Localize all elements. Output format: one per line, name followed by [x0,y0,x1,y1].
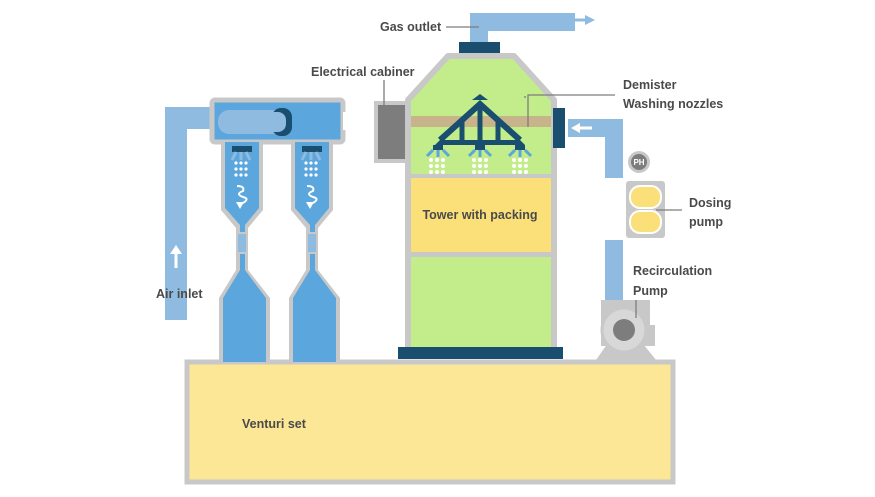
recirculation-pump [596,300,656,360]
label-tower-with-packing: Tower with packing [422,208,537,222]
label-dosing-pump-1: Dosing [689,196,731,210]
label-dosing-pump-2: pump [689,215,723,229]
cyclone-right [289,142,340,362]
cyclone-header [209,97,346,145]
recirculation-pipe [553,108,623,315]
label-air-inlet: Air inlet [156,287,203,301]
leader-lines [383,26,682,318]
electrical-cabinet [374,101,410,163]
label-demister: Demister [623,78,677,92]
label-washing-nozzles: Washing nozzles [623,97,723,111]
dosing-pump [626,181,665,238]
washing-nozzles [425,94,533,174]
label-recirculation-pump-1: Recirculation [633,264,712,278]
ph-sensor-icon: PH [628,151,650,173]
venturi-base [184,359,676,485]
cyclone-left [219,142,270,362]
gas-outlet-pipe [459,13,575,56]
recirculation-arrow-icon [571,123,592,133]
svg-text:PH: PH [633,158,644,167]
label-electrical-cabinet: Electrical cabiner [311,65,415,79]
label-recirculation-pump-2: Pump [633,284,668,298]
gas-outlet-arrow-icon [572,15,595,25]
label-gas-outlet: Gas outlet [380,20,442,34]
tower-packing [411,178,551,252]
label-venturi-set: Venturi set [242,417,307,431]
air-inlet-arrow-icon [170,245,182,268]
tower-base-plate [398,347,563,359]
